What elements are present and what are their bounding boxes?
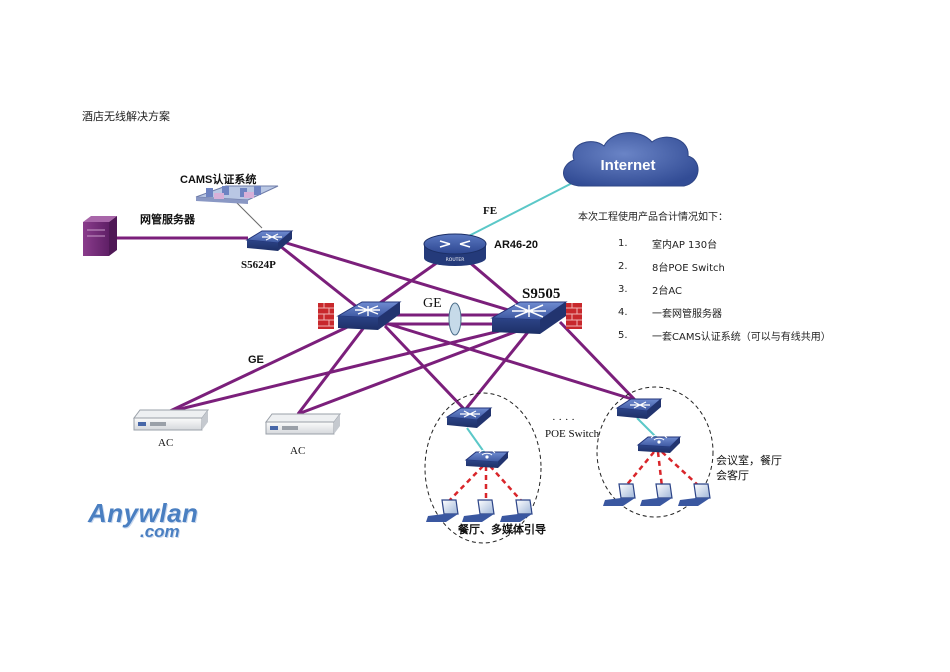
core-switch-left — [336, 301, 402, 330]
cams-server — [195, 185, 279, 204]
product-summary: 本次工程使用产品合计情况如下： 1. 室内AP 130台 2. 8台POE Sw… — [578, 208, 918, 347]
ap-left — [464, 449, 510, 468]
ge-core-label: GE — [423, 296, 442, 311]
router-ar46-20: ROUTER — [423, 233, 487, 266]
poe-switch-right — [615, 398, 663, 419]
summary-item: 1. 室内AP 130台 — [578, 232, 918, 255]
meeting-room-label: 会议室，餐厅 — [716, 453, 782, 467]
core-switch-s9505 — [490, 301, 568, 334]
poe-dots: · · · · — [552, 414, 575, 426]
summary-item: 3. 2台AC — [578, 278, 918, 301]
ge-aggregation-oval — [448, 302, 462, 336]
summary-item-text: 室内AP 130台 — [652, 240, 718, 251]
nms-label: 网管服务器 — [140, 212, 196, 226]
ac-left-label: AC — [158, 437, 173, 449]
cluster-right-outline — [596, 386, 714, 518]
wireless-links — [444, 451, 701, 506]
summary-item: 5. 一套CAMS认证系统（可以与有线共用） — [578, 324, 918, 347]
summary-item: 4. 一套网管服务器 — [578, 301, 918, 324]
link-cams-s5624 — [235, 201, 263, 229]
link-core1-poe-right — [381, 320, 636, 402]
cluster-left-outline — [424, 392, 542, 544]
summary-item-text: 一套网管服务器 — [652, 309, 722, 320]
summary-item-no: 5. — [618, 330, 628, 341]
summary-list: 1. 室内AP 130台 2. 8台POE Switch 3. 2台AC 4. … — [578, 232, 918, 347]
wlan-left-3 — [489, 465, 526, 506]
fe-label: FE — [483, 205, 497, 217]
laptop-left-2 — [462, 499, 495, 522]
nms-server — [83, 216, 117, 256]
router-badge: ROUTER — [446, 257, 465, 263]
laptop-right-1 — [603, 483, 636, 506]
poe-switch-left — [445, 407, 493, 428]
ap-right — [636, 434, 682, 453]
summary-item-text: 一套CAMS认证系统（可以与有线共用） — [652, 332, 831, 343]
ac-device-right — [265, 413, 341, 435]
summary-item-no: 4. — [618, 307, 628, 318]
summary-item-text: 8台POE Switch — [652, 263, 725, 274]
laptop-right-3 — [678, 483, 711, 506]
switch-s5624p — [245, 230, 294, 251]
link-poe-right-ap — [636, 417, 658, 439]
logo-main-text: Anywlan — [88, 498, 199, 528]
link-core2-poe-right — [558, 320, 637, 402]
laptop-left-1 — [426, 499, 459, 522]
firewall-right — [566, 303, 582, 329]
summary-item-no: 2. — [618, 261, 628, 272]
summary-item-no: 1. — [618, 238, 628, 249]
page-title: 酒店无线解决方案 — [82, 110, 170, 123]
summary-item: 2. 8台POE Switch — [578, 255, 918, 278]
link-core1-poe-left — [383, 324, 467, 412]
summary-heading: 本次工程使用产品合计情况如下： — [578, 212, 728, 223]
firewall-left — [318, 303, 334, 329]
link-internet-router — [454, 177, 583, 244]
link-core1-ac-right — [296, 325, 367, 415]
wlan-right-2 — [656, 451, 664, 488]
wlan-left-1 — [444, 465, 484, 506]
ac-device-left — [133, 409, 209, 431]
s5624p-label: S5624P — [241, 259, 276, 271]
cloud-shape — [563, 132, 699, 187]
links-layer — [112, 177, 658, 453]
restaurant-label: 餐厅、多媒体引导 — [457, 522, 546, 536]
laptop-right-2 — [640, 483, 673, 506]
summary-item-text: 2台AC — [652, 286, 683, 297]
internet-cloud: Internet — [563, 132, 699, 187]
link-s5624-core1 — [269, 236, 368, 317]
link-core2-poe-left — [463, 331, 530, 411]
router-label: AR46-20 — [494, 239, 538, 251]
wlan-right-3 — [661, 451, 701, 488]
laptop-left-3 — [500, 499, 533, 522]
anywlan-logo: Anywlan .com — [88, 500, 198, 540]
wlan-right-1 — [624, 451, 655, 488]
guestroom-label: 会客厅 — [716, 468, 749, 482]
link-poe-left-ap — [466, 427, 485, 453]
poe-switch-label: POE Switch — [545, 428, 600, 440]
internet-label: Internet — [600, 157, 655, 174]
ge-access-label: GE — [248, 354, 264, 366]
logo-sub-text: .com — [140, 522, 180, 541]
link-core1-ac-left — [167, 320, 359, 414]
ac-right-label: AC — [290, 445, 305, 457]
cams-label: CAMS认证系统 — [180, 172, 256, 186]
link-s5624-core2 — [269, 236, 526, 317]
summary-item-no: 3. — [618, 284, 628, 295]
link-core2-ac-right — [297, 328, 521, 416]
link-core2-ac-left — [167, 324, 521, 414]
s9505-label: S9505 — [522, 286, 560, 302]
